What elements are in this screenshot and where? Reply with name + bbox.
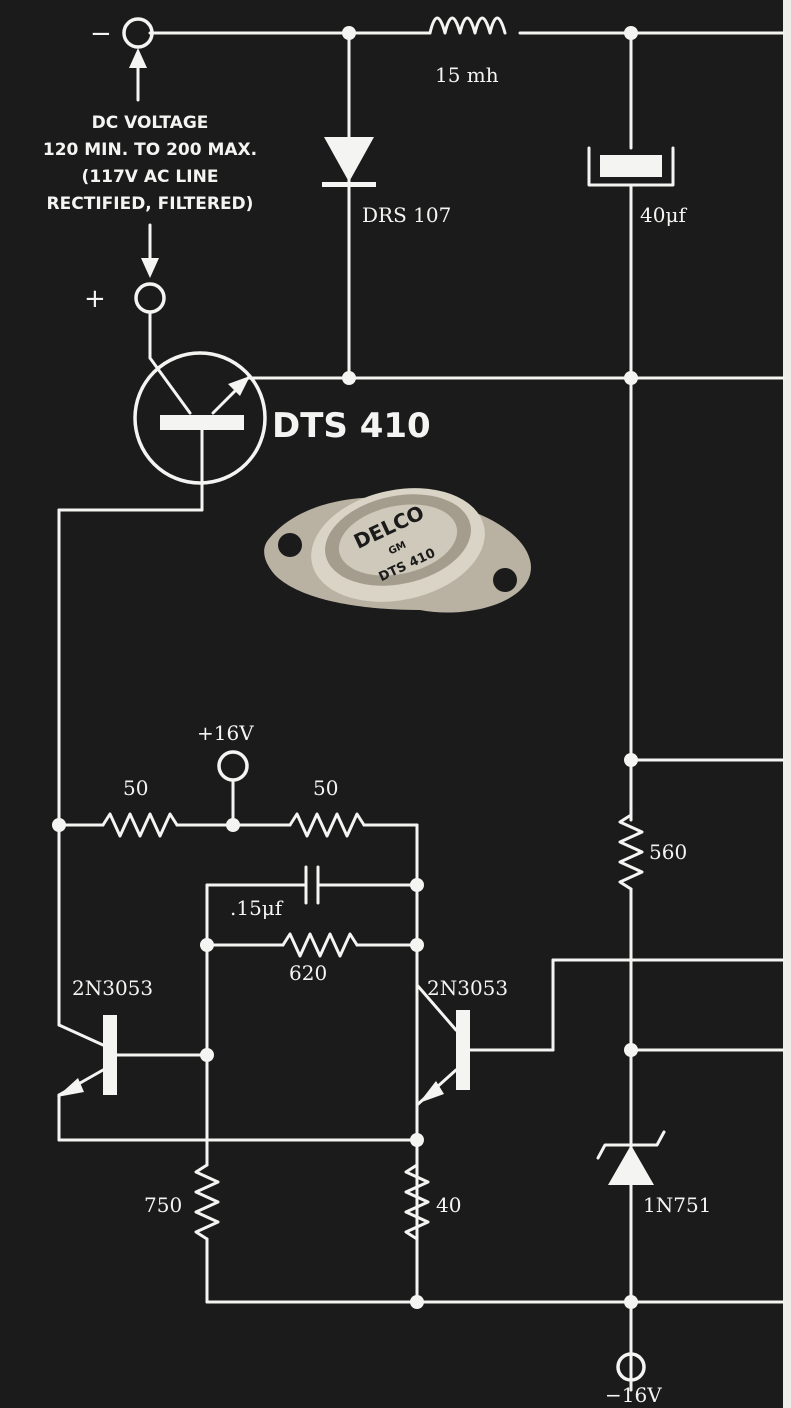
resistor-50-right [288, 812, 366, 838]
resistor-750 [194, 1163, 220, 1241]
arrow-head-down [141, 258, 159, 278]
note-line-4: RECTIFIED, FILTERED) [47, 194, 254, 214]
junction-dot [410, 1295, 424, 1309]
resistor-40 [404, 1163, 430, 1241]
zener-symbol [608, 1145, 654, 1185]
r750-label: 750 [144, 1193, 182, 1217]
q-left-label: 2N3053 [72, 976, 153, 1000]
cap-plate-solid [600, 155, 662, 177]
pos-input-terminal [134, 282, 166, 314]
pos-terminal-label: + [84, 284, 106, 314]
plus16-terminal [217, 750, 249, 782]
inductor-coil [428, 16, 507, 35]
q-right-label: 2N3053 [427, 976, 508, 1000]
minus16-terminal [616, 1352, 646, 1382]
junction-dot [410, 938, 424, 952]
note-line-2: 120 MIN. TO 200 MAX. [43, 140, 257, 160]
dts410-envelope [133, 351, 267, 485]
cap-main-label: 40μf [640, 203, 687, 227]
junction-dot [342, 371, 356, 385]
junction-dot [624, 1043, 638, 1057]
diode-symbol [324, 137, 374, 182]
dts410-collector [148, 356, 192, 415]
diode-bar [322, 182, 376, 187]
transistor-main-label: DTS 410 [272, 406, 431, 446]
dts410-emitter-arrow [228, 376, 250, 396]
r560-label: 560 [649, 840, 687, 864]
junction-dot [410, 1133, 424, 1147]
resistor-560 [618, 813, 644, 891]
diode-label: DRS 107 [362, 203, 451, 227]
r620-label: 620 [289, 961, 327, 985]
note-line-1: DC VOLTAGE [92, 113, 209, 133]
r50-right-label: 50 [313, 776, 338, 800]
arrow-head-up [129, 48, 147, 68]
resistor-620 [281, 932, 359, 958]
transistor-photo [264, 488, 531, 613]
dts410-base-bar [160, 415, 244, 430]
junction-dot [200, 1048, 214, 1062]
junction-dot [410, 878, 424, 892]
page-edge [783, 0, 791, 1408]
inductor-label: 15 mh [435, 63, 499, 87]
note-line-3: (117V AC LINE [82, 167, 219, 187]
neg-input-terminal [122, 17, 154, 49]
cap-small-label: .15μf [230, 896, 284, 920]
r50-left-label: 50 [123, 776, 148, 800]
neg-terminal-label: − [90, 19, 112, 49]
r40-label: 40 [436, 1193, 461, 1217]
q-right-collector [415, 983, 458, 1032]
q-left-collector [57, 1023, 105, 1047]
zener-label: 1N751 [643, 1193, 711, 1217]
q-left-base-bar [103, 1015, 117, 1095]
resistor-50-left [101, 812, 179, 838]
minus16-label: −16V [605, 1383, 662, 1407]
plus16-label: +16V [197, 721, 254, 745]
junction-dot [226, 818, 240, 832]
zener-bar [596, 1130, 666, 1160]
q-left-emitter-arrow [57, 1078, 84, 1097]
q-right-base-bar [456, 1010, 470, 1090]
q-right-emitter-arrow [419, 1081, 444, 1103]
